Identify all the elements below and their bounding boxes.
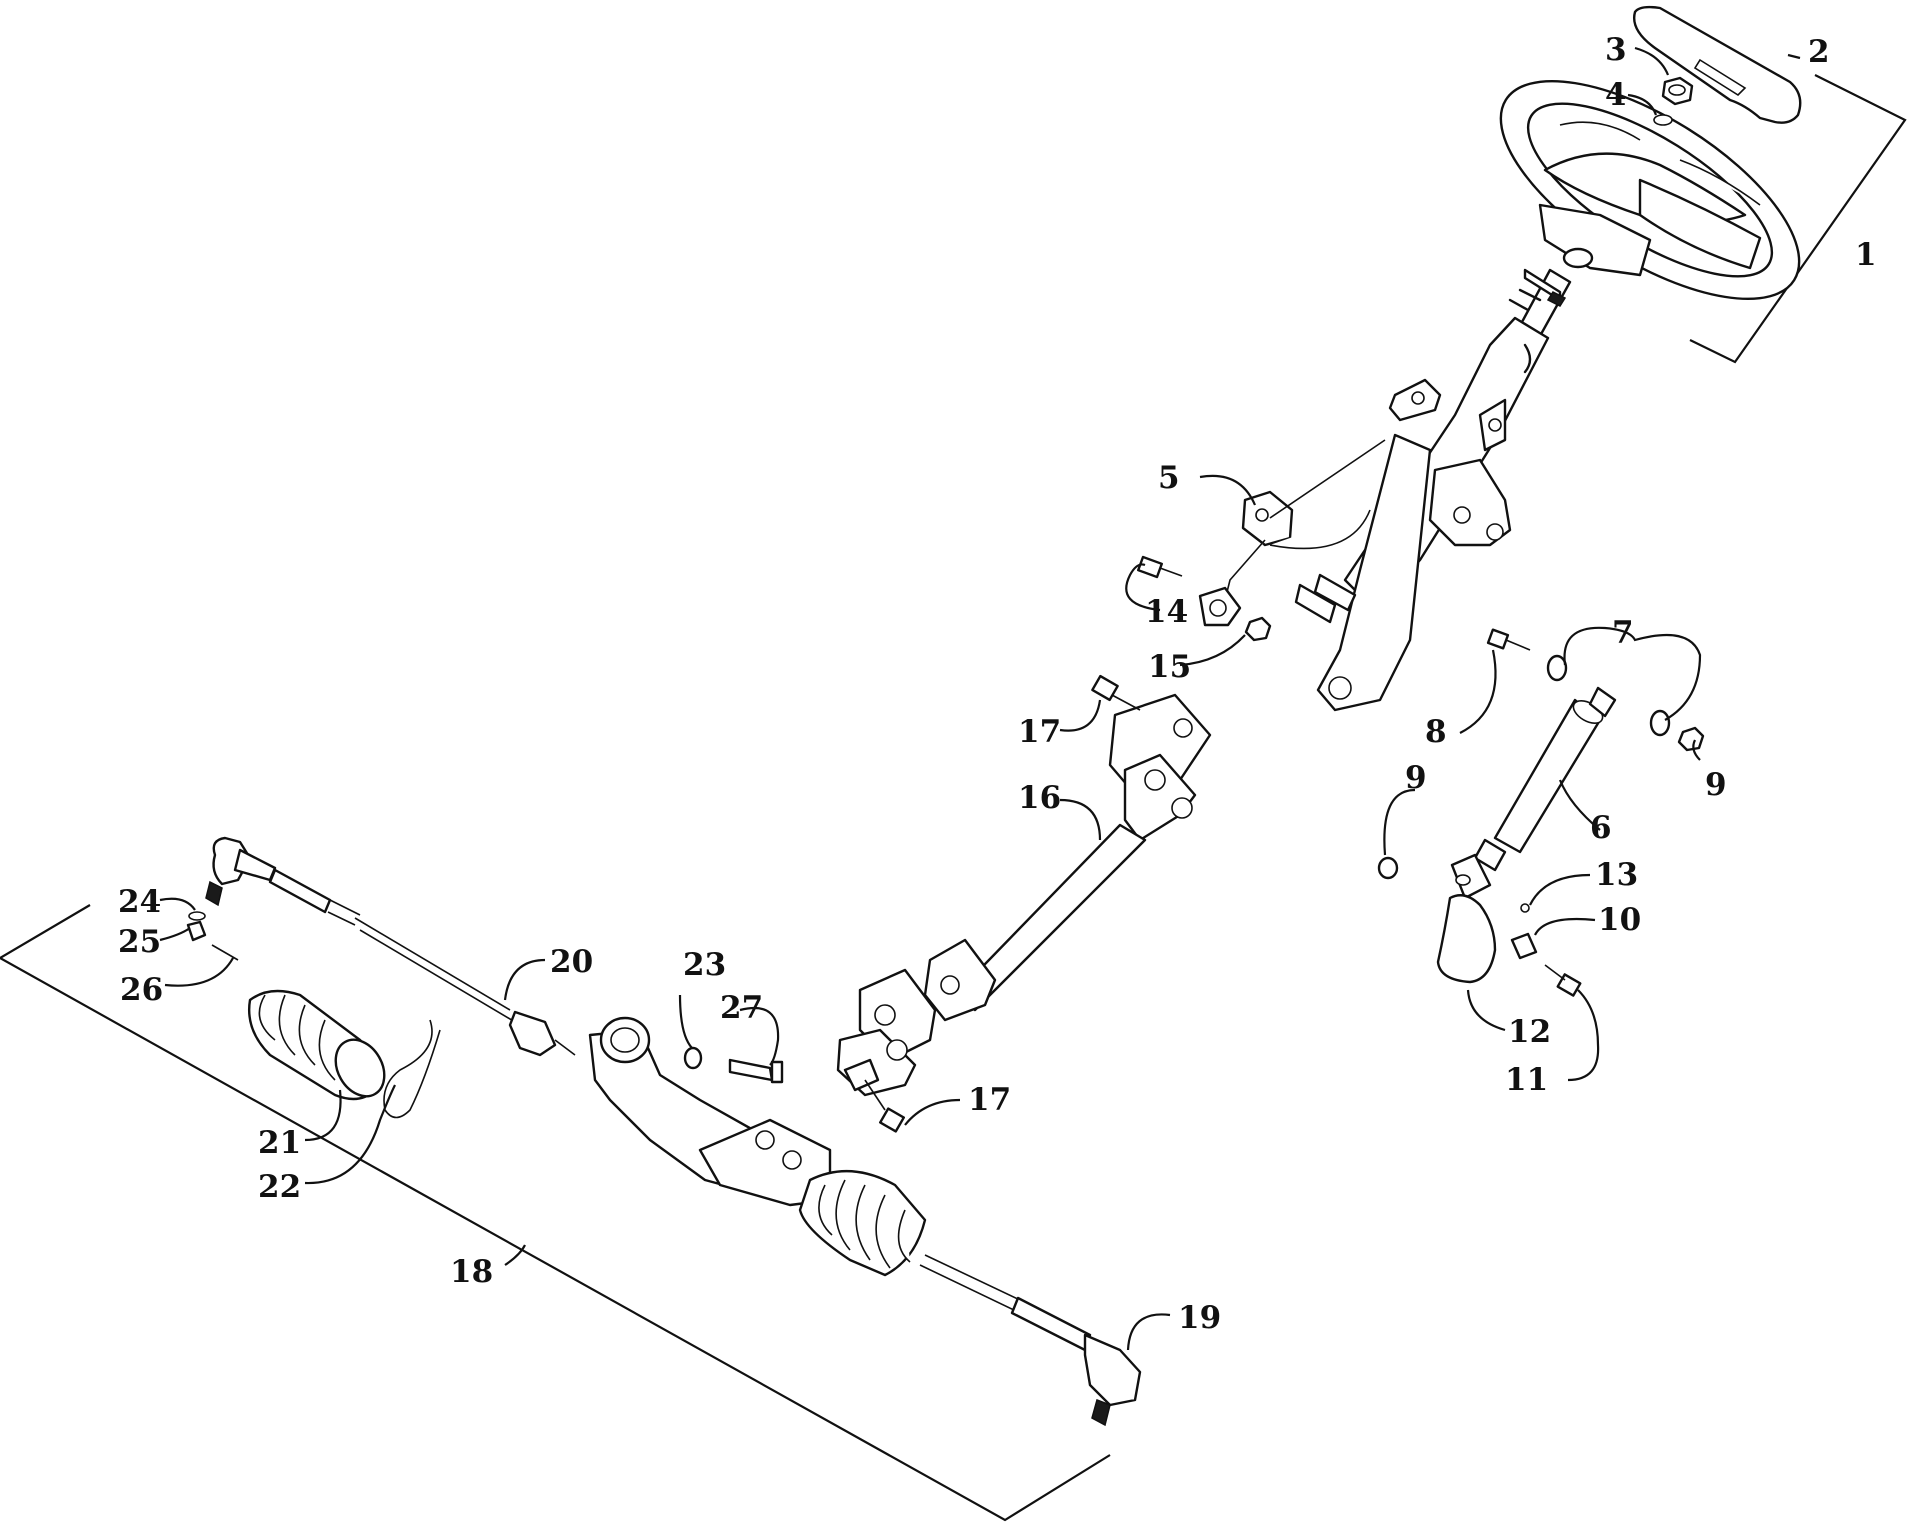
leader-14 (1125, 563, 1161, 612)
spring-nut-upper (1677, 726, 1705, 752)
lever-bolt (1544, 964, 1582, 997)
leader-27 (739, 1006, 780, 1066)
leader-6 (1558, 779, 1601, 831)
rack-washer (683, 1046, 703, 1070)
boot-clamp (383, 1019, 441, 1119)
callout-14: 14 (1145, 594, 1188, 630)
steering-rack (205, 836, 1142, 1427)
callout-2: 2 (1808, 34, 1830, 70)
leader-11 (1567, 989, 1600, 1082)
leader-20 (503, 958, 546, 1001)
spring-bolt-upper (1486, 628, 1531, 651)
callout-6: 6 (1590, 810, 1612, 846)
callout-20: 20 (550, 944, 593, 980)
callout-24: 24 (118, 884, 161, 920)
leader-21 (304, 1089, 342, 1142)
lever-nut (1377, 856, 1399, 880)
callout-8: 8 (1425, 714, 1447, 750)
spring-washer-b (1649, 709, 1671, 737)
callout-4: 4 (1605, 77, 1627, 113)
leader-22 (304, 1084, 396, 1185)
tie-rod-pin (211, 944, 239, 961)
steering-column (1294, 268, 1572, 712)
callout-9b: 9 (1405, 760, 1427, 796)
callout-5: 5 (1158, 460, 1180, 496)
callout-15: 15 (1148, 649, 1191, 685)
tie-rod-cotter (188, 911, 206, 921)
leader-25 (159, 927, 191, 942)
leader-12 (1466, 989, 1506, 1032)
callout-23: 23 (683, 947, 726, 983)
wheel-nut (1661, 76, 1694, 106)
callout-26: 26 (120, 972, 163, 1008)
leader-4 (1627, 93, 1658, 116)
steering-wheel (1499, 79, 1801, 301)
callout-10: 10 (1598, 902, 1641, 938)
leader-16 (1059, 798, 1102, 841)
wheel-cover (1633, 5, 1802, 124)
assembly-bracket-1 (1689, 74, 1907, 364)
leader-23 (678, 994, 693, 1049)
callout-11: 11 (1505, 1062, 1548, 1098)
leader-10 (1534, 917, 1596, 936)
bracket-bolt (1137, 555, 1183, 579)
lever-bushing (1510, 932, 1538, 960)
spring-washer-a (1546, 654, 1568, 682)
callout-16: 16 (1018, 780, 1061, 816)
callout-17a: 17 (1018, 714, 1061, 750)
rack-bolt (728, 1058, 784, 1084)
leader-13 (1529, 873, 1591, 906)
callout-17b: 17 (968, 1082, 1011, 1118)
leader-15 (1179, 634, 1246, 667)
callout-25: 25 (118, 924, 161, 960)
leader-26 (164, 957, 234, 987)
bracket-nut (1244, 616, 1272, 642)
callout-7: 7 (1612, 615, 1634, 651)
shaft-bolt-upper (1091, 674, 1141, 711)
leader-17b (904, 1098, 961, 1126)
callout-27: 27 (720, 990, 763, 1026)
shaft-bolt-lower (864, 1079, 905, 1133)
leader-24 (159, 897, 196, 911)
leader-8 (1459, 649, 1497, 734)
callout-3: 3 (1605, 32, 1627, 68)
callout-21: 21 (258, 1125, 301, 1161)
wheel-washer (1653, 114, 1673, 126)
lever-screw (1520, 903, 1530, 913)
leader-9a (1692, 739, 1701, 761)
rack-boot (248, 989, 386, 1101)
callout-13: 13 (1595, 857, 1638, 893)
leader-19 (1126, 1313, 1171, 1351)
leader-3 (1634, 46, 1670, 76)
leader-2 (1787, 53, 1801, 60)
callout-18: 18 (450, 1254, 493, 1290)
callout-12: 12 (1508, 1014, 1551, 1050)
leader-18 (504, 1244, 526, 1266)
intermediate-shaft (836, 693, 1212, 1097)
leader-7 (1563, 626, 1702, 721)
callout-22: 22 (258, 1169, 301, 1205)
assembly-bracket-18 (0, 904, 1111, 1522)
callout-19: 19 (1178, 1300, 1221, 1336)
leader-17a (1059, 699, 1102, 732)
bracket-spacer (1198, 586, 1242, 627)
tilt-lever (1436, 853, 1497, 984)
callout-1: 1 (1855, 237, 1877, 273)
tie-rod-nut (186, 920, 207, 942)
callout-9a: 9 (1705, 767, 1727, 803)
leader-5 (1199, 474, 1257, 506)
leader-9b (1383, 788, 1416, 856)
gas-spring (1473, 686, 1617, 872)
